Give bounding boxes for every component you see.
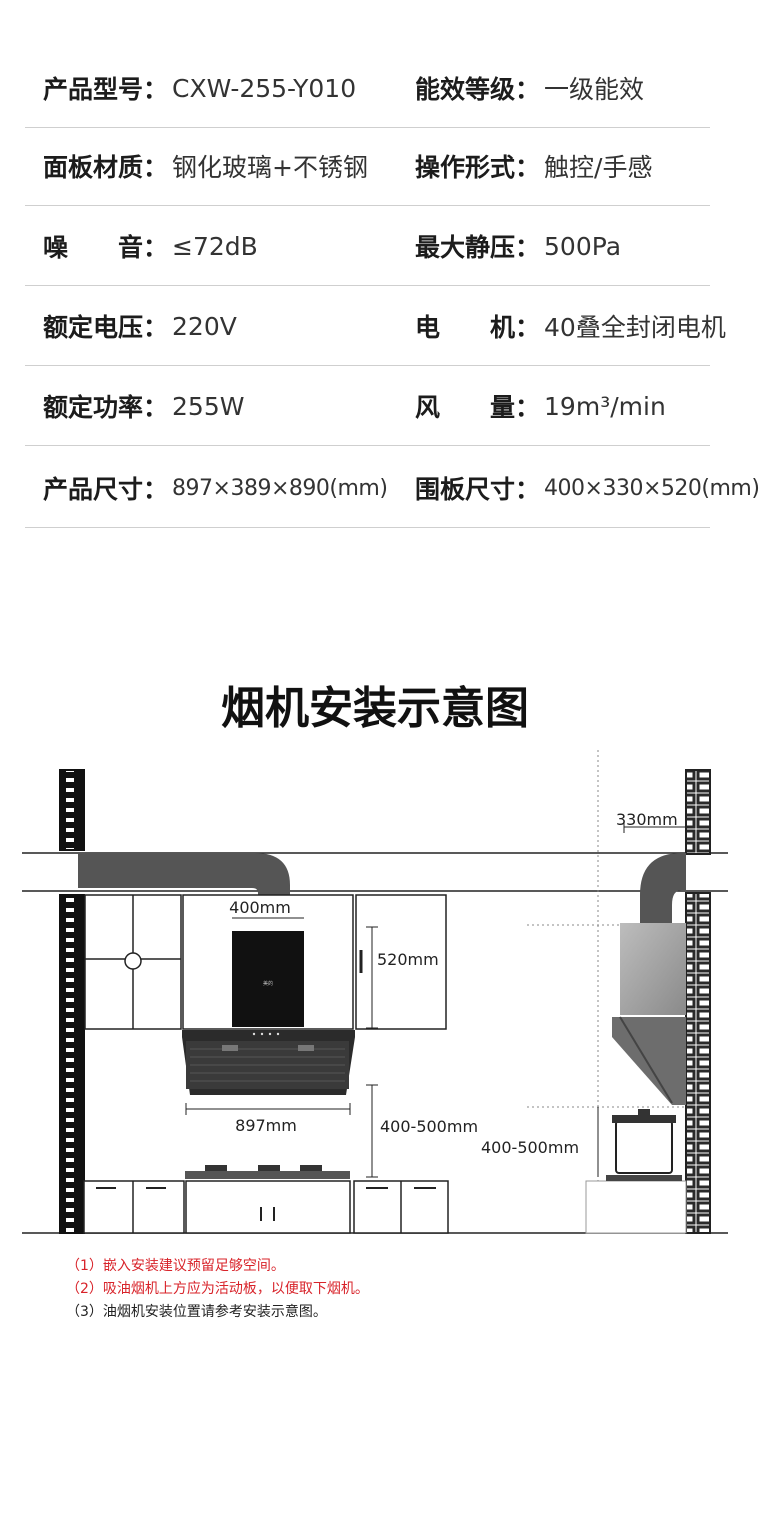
- note-item: （3）油烟机安装位置请参考安装示意图。: [66, 1304, 327, 1320]
- spec-label: 额定功率: [43, 393, 144, 422]
- hood-upper-panel: [232, 931, 304, 1027]
- installation-diagram-svg: 美的 400mm 520mm 897mm 400-500mm: [22, 750, 728, 1235]
- spec-label: 围板尺寸: [415, 475, 516, 504]
- diagram-title: 烟机安装示意图: [221, 683, 529, 734]
- spec-value: CXW-255-Y010: [172, 73, 357, 103]
- spec-left: 面板材质：钢化玻璃+不锈钢: [43, 126, 368, 206]
- spec-label: 产品型号: [43, 75, 144, 104]
- cooktop: [185, 1171, 350, 1179]
- dim-330-label: 330mm: [616, 810, 678, 829]
- spec-value: ≤72dB: [172, 231, 258, 261]
- spec-value: 897×389×890(mm): [172, 475, 388, 501]
- spec-value: 钢化玻璃+不锈钢: [172, 153, 368, 182]
- side-cooktop: [606, 1175, 682, 1181]
- spec-value: 220V: [172, 311, 237, 341]
- dim-400-label: 400mm: [229, 898, 291, 917]
- left-wall-top: [59, 769, 85, 851]
- burner-icons: [205, 1165, 322, 1171]
- colon: ：: [143, 313, 169, 342]
- side-pot: [615, 1120, 673, 1174]
- spec-label: 产品尺寸: [43, 475, 144, 504]
- lower-cabinet-left: [83, 1180, 185, 1234]
- dim-height-front-label: 400-500mm: [380, 1117, 478, 1136]
- colon: ：: [143, 393, 169, 422]
- spec-left: 额定功率：255W: [43, 366, 244, 446]
- front-duct: [78, 853, 290, 910]
- spec-label: 操作形式: [415, 153, 516, 182]
- left-wall: [59, 894, 85, 1234]
- spec-label: 电 机: [415, 313, 516, 342]
- spec-row: 额定功率：255W 风 量：19m³/min: [25, 366, 710, 446]
- hood-light: [222, 1045, 238, 1051]
- row-divider: [25, 445, 710, 446]
- spec-right: 操作形式：触控/手感: [415, 126, 652, 206]
- note-item: （2）吸油烟机上方应为活动板，以便取下烟机。: [66, 1281, 369, 1297]
- spec-value: 19m³/min: [544, 391, 666, 421]
- spec-label: 最大静压: [415, 233, 516, 262]
- spec-row: 面板材质：钢化玻璃+不锈钢 操作形式：触控/手感: [25, 126, 710, 206]
- notes: （1）嵌入安装建议预留足够空间。 （2）吸油烟机上方应为活动板，以便取下烟机。 …: [66, 1255, 369, 1324]
- row-divider: [25, 285, 710, 286]
- installation-diagram: 美的 400mm 520mm 897mm 400-500mm: [0, 745, 750, 1245]
- dim-520-label: 520mm: [377, 950, 439, 969]
- upper-cabinet-right: [355, 894, 447, 1030]
- spec-row: 额定电压：220V 电 机：40叠全封闭电机: [25, 286, 726, 366]
- colon: ：: [515, 313, 541, 342]
- spec-label: 额定电压: [43, 313, 144, 342]
- spec-row: 产品尺寸：897×389×890(mm) 围板尺寸：400×330×520(mm…: [25, 448, 759, 528]
- spec-row: 产品型号：CXW-255-Y010 能效等级：一级能效: [25, 48, 710, 128]
- hood-filter-grille: [190, 1048, 345, 1082]
- spec-value: 40叠全封闭电机: [544, 313, 726, 342]
- colon: ：: [515, 393, 541, 422]
- spec-value: 一级能效: [544, 75, 645, 104]
- side-pot-knob: [638, 1109, 650, 1115]
- row-divider: [25, 127, 710, 128]
- pipe-hole-icon: [124, 952, 142, 970]
- dim-height-side-label: 400-500mm: [481, 1138, 579, 1157]
- colon: ：: [515, 153, 541, 182]
- colon: ：: [143, 153, 169, 182]
- right-wall: [685, 892, 711, 1234]
- colon: ：: [143, 233, 169, 262]
- colon: ：: [143, 75, 169, 104]
- row-divider: [25, 365, 710, 366]
- spec-label: 能效等级: [415, 75, 516, 104]
- spec-value: 400×330×520(mm): [544, 475, 759, 501]
- colon: ：: [515, 75, 541, 104]
- spec-right: 风 量：19m³/min: [415, 366, 666, 446]
- spec-left: 产品尺寸：897×389×890(mm): [43, 448, 388, 528]
- dim-897-label: 897mm: [235, 1116, 297, 1135]
- spec-right: 围板尺寸：400×330×520(mm): [415, 448, 759, 528]
- spec-value: 255W: [172, 391, 245, 421]
- right-wall-top: [685, 769, 711, 855]
- spec-right: 能效等级：一级能效: [415, 48, 644, 128]
- side-duct: [640, 853, 686, 923]
- colon: ：: [143, 475, 169, 504]
- brand-mark: 美的: [263, 980, 273, 987]
- side-hood-edge: [619, 1016, 673, 1104]
- side-cabinet: [585, 1180, 687, 1234]
- spec-label: 风 量: [415, 393, 516, 422]
- spec-left: 额定电压：220V: [43, 286, 237, 366]
- spec-label: 面板材质: [43, 153, 144, 182]
- colon: ：: [515, 475, 541, 504]
- colon: ：: [515, 233, 541, 262]
- side-hood-cover: [620, 923, 686, 1015]
- row-divider: [25, 527, 710, 528]
- spec-value: 触控/手感: [544, 153, 653, 182]
- spec-label: 噪 音: [43, 233, 144, 262]
- spec-left: 产品型号：CXW-255-Y010: [43, 48, 356, 128]
- spec-right: 电 机：40叠全封闭电机: [415, 286, 726, 366]
- row-divider: [25, 205, 710, 206]
- spec-row: 噪 音：≤72dB 最大静压：500Pa: [25, 206, 710, 286]
- touch-buttons: [252, 1032, 280, 1036]
- side-pot-lid: [612, 1115, 676, 1123]
- spec-value: 500Pa: [544, 231, 622, 261]
- hood-light: [298, 1045, 314, 1051]
- note-item: （1）嵌入安装建议预留足够空间。: [66, 1258, 285, 1274]
- spec-left: 噪 音：≤72dB: [43, 206, 258, 286]
- spec-right: 最大静压：500Pa: [415, 206, 621, 286]
- side-hood-body: [612, 1017, 686, 1105]
- lower-cabinet-middle: [185, 1180, 351, 1234]
